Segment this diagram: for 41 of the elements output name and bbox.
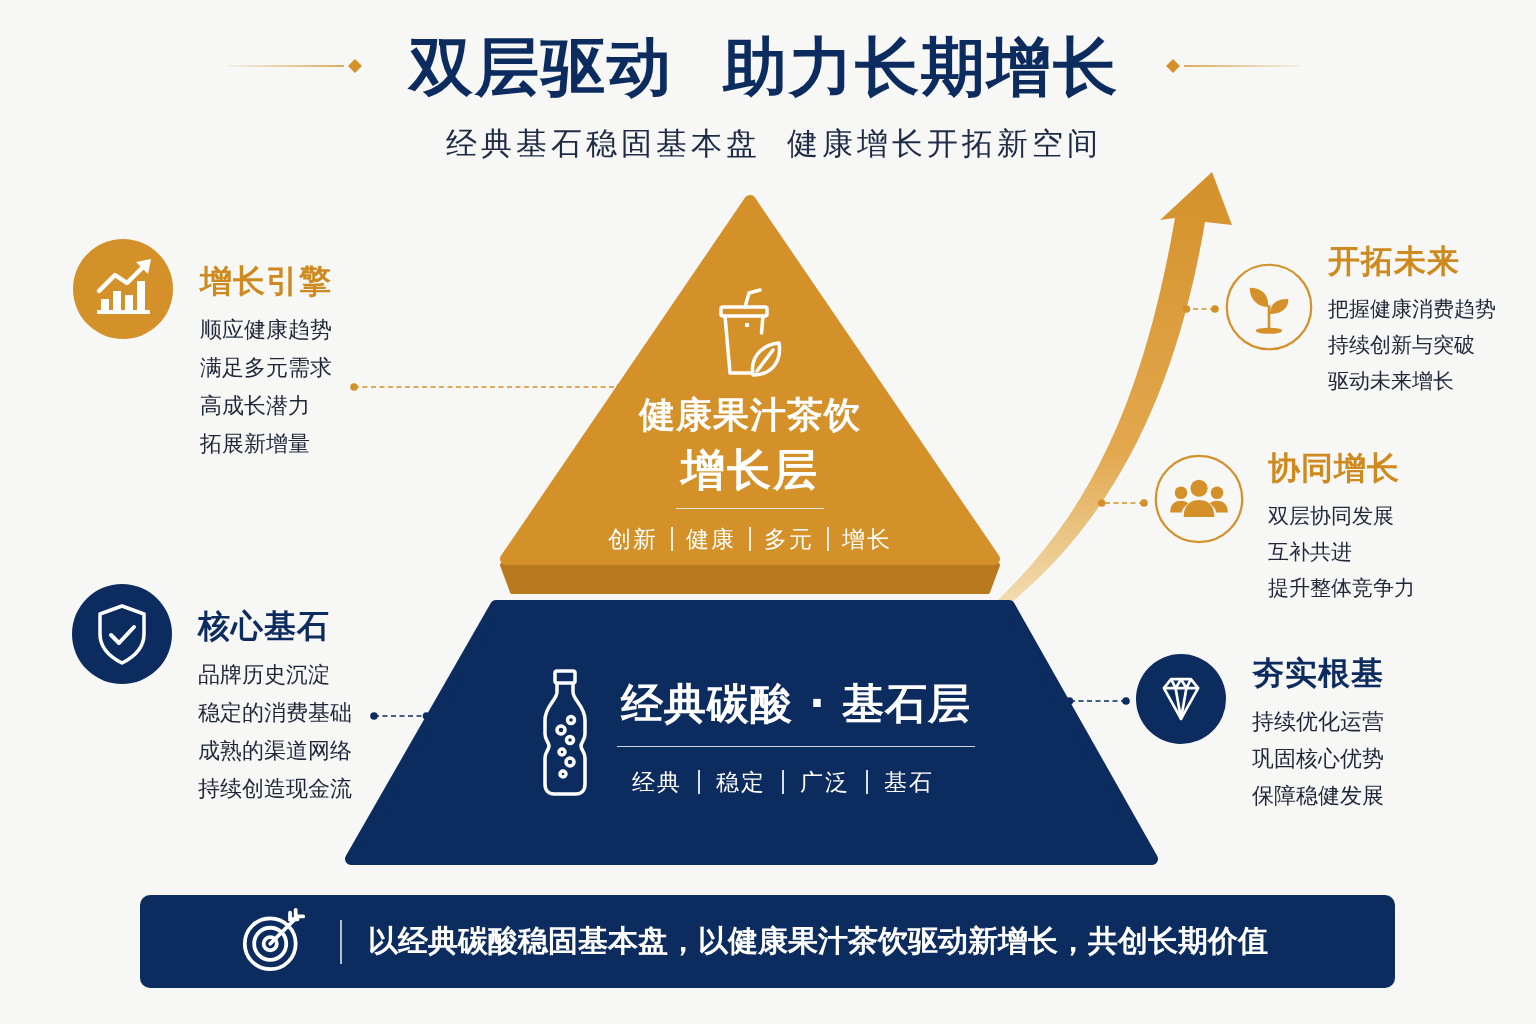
layer-title: 经典碳酸 · 基石层 <box>621 678 971 730</box>
keyword-text: 多元 <box>764 525 814 554</box>
feature-text: 互补共进 <box>1268 539 1352 566</box>
subtitle: 经典基石稳固基本盘 健康增长开拓新空间 <box>446 124 1102 163</box>
section-heading: 开拓未来 <box>1328 241 1460 281</box>
keyword-text: 广泛 <box>800 768 850 797</box>
keyword-text: 健康 <box>686 525 736 554</box>
feature-text: 双层协同发展 <box>1268 503 1394 530</box>
feature-text: 稳定的消费基础 <box>198 699 352 727</box>
feature-text: 满足多元需求 <box>200 354 332 382</box>
feature-text: 巩固核心优势 <box>1252 745 1384 773</box>
keyword-text: 基石 <box>884 768 934 797</box>
keyword-text: 稳定 <box>716 768 766 797</box>
main-title: 双层驱动 助力长期增长 <box>408 29 1120 106</box>
feature-text: 拓展新增量 <box>200 430 310 458</box>
feature-text: 持续优化运营 <box>1252 708 1384 736</box>
feature-text: 顺应健康趋势 <box>200 316 332 344</box>
section-heading: 夯实根基 <box>1252 653 1384 693</box>
keyword-text: 创新 <box>608 525 658 554</box>
section-heading: 协同增长 <box>1268 448 1400 488</box>
leader-line <box>1097 499 1148 507</box>
feature-text: 提升整体竞争力 <box>1268 575 1415 602</box>
leader-line <box>370 712 431 720</box>
feature-text: 驱动未来增长 <box>1328 368 1454 395</box>
layer-name: 增长层 <box>681 444 819 496</box>
keyword-text: 经典 <box>632 768 682 797</box>
feature-text: 品牌历史沉淀 <box>198 661 330 689</box>
layer-title: 健康果汁茶饮 <box>639 393 861 437</box>
section-heading: 增长引擎 <box>200 261 332 301</box>
feature-text: 高成长潜力 <box>200 392 310 420</box>
feature-text: 持续创新与突破 <box>1328 332 1475 359</box>
feature-text: 保障稳健发展 <box>1252 782 1384 810</box>
leader-line <box>1182 305 1219 313</box>
feature-text: 把握健康消费趋势 <box>1328 296 1496 323</box>
feature-text: 持续创造现金流 <box>198 775 352 803</box>
keyword-text: 增长 <box>842 525 892 554</box>
feature-text: 成熟的渠道网络 <box>198 737 352 765</box>
summary-banner <box>140 895 1395 988</box>
leader-line <box>1065 697 1130 705</box>
banner-text: 以经典碳酸稳固基本盘，以健康果汁茶饮驱动新增长，共创长期价值 <box>368 922 1268 960</box>
section-heading: 核心基石 <box>198 606 330 646</box>
